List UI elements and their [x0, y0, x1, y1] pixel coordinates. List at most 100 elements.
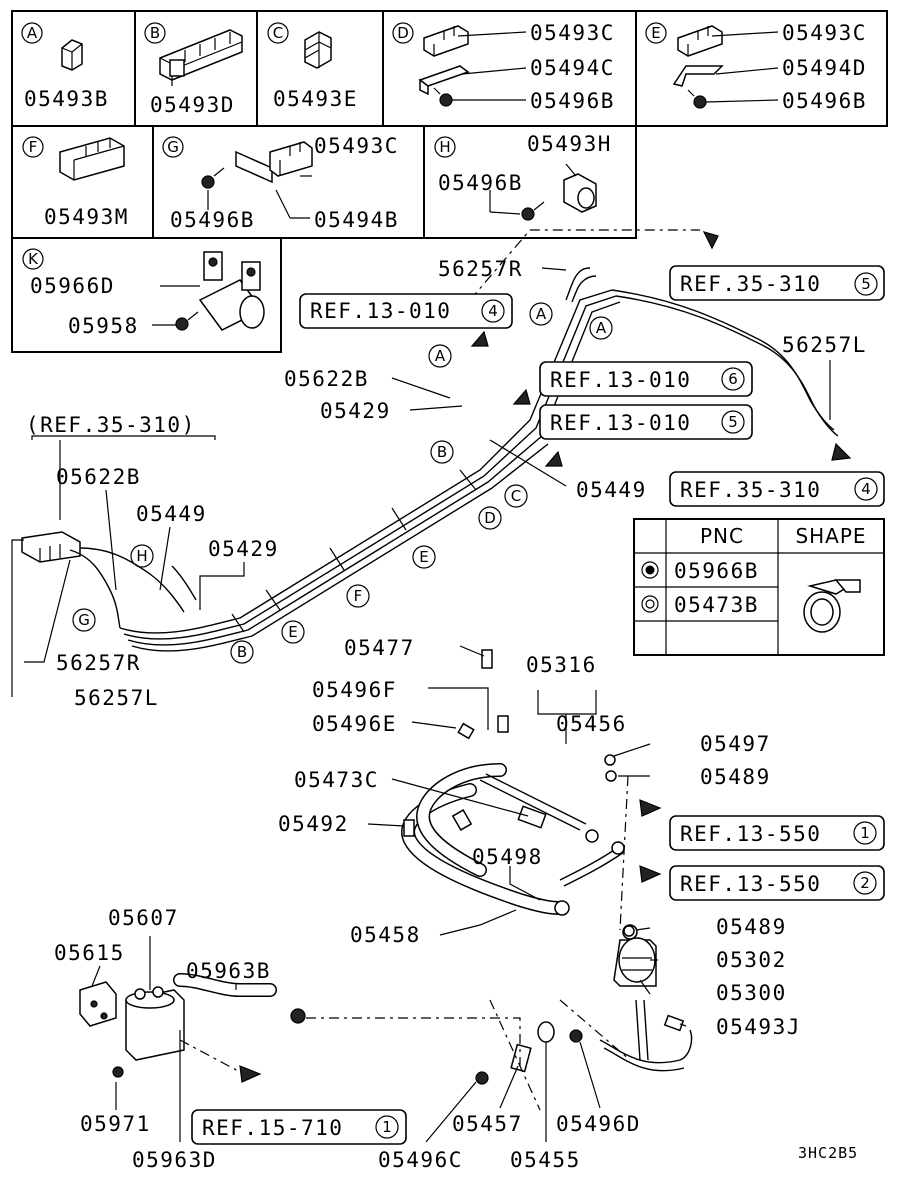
part-label: 05496B — [438, 171, 523, 195]
svg-text:4: 4 — [488, 302, 498, 320]
double-circle-icon — [641, 595, 659, 613]
reference-boxes: REF.35-310 5 REF.13-010 4 REF.13-010 6 R… — [26, 265, 885, 1145]
svg-text:4: 4 — [861, 480, 871, 498]
clip-callout-b: B — [430, 440, 454, 464]
svg-text:C: C — [511, 487, 521, 505]
inset-letter: C — [273, 24, 283, 42]
svg-text:05622B: 05622B — [284, 367, 369, 391]
clip-callout-f: F — [346, 584, 370, 608]
inset-g: G 05493C 05496B 05494B — [162, 134, 399, 232]
svg-text:A: A — [435, 347, 446, 365]
clip-callout-g: G — [72, 608, 96, 632]
inset-h: H 05493H 05496B — [434, 132, 612, 221]
part-label: 05494B — [314, 208, 399, 232]
inset-letter: D — [397, 24, 409, 42]
shape-table: PNC SHAPE 05966B 05473B — [633, 518, 885, 656]
ref-box: REF.13-550 1 — [669, 815, 885, 851]
svg-text:E: E — [288, 623, 297, 641]
svg-text:REF.35-310: REF.35-310 — [680, 478, 821, 502]
table-header: PNC — [700, 524, 744, 548]
svg-text:REF.13-010: REF.13-010 — [550, 411, 691, 435]
part-label: 05493E — [273, 87, 358, 111]
svg-text:1: 1 — [860, 824, 870, 842]
svg-text:D: D — [484, 509, 496, 527]
multi-clip-icon — [59, 137, 125, 181]
inset-letter: B — [150, 24, 160, 42]
leader-lines — [11, 229, 831, 1143]
inset-c: C 05493E — [267, 22, 358, 111]
svg-text:REF.35-310: REF.35-310 — [680, 272, 821, 296]
svg-text:F: F — [354, 587, 363, 605]
svg-text:05473C: 05473C — [294, 768, 379, 792]
bolt-icon — [175, 311, 199, 331]
inset-letter: A — [27, 24, 38, 42]
bolt-icon — [201, 167, 225, 189]
clip-callout-a: A — [428, 344, 452, 368]
hose-clamp-icon — [198, 251, 265, 331]
svg-text:REF.15-710: REF.15-710 — [202, 1116, 343, 1140]
svg-text:56257R: 56257R — [56, 651, 141, 675]
svg-text:05302: 05302 — [716, 948, 787, 972]
svg-text:05496F: 05496F — [312, 678, 397, 702]
clip-icon — [423, 25, 469, 57]
table-header: SHAPE — [795, 524, 866, 548]
svg-text:05493J: 05493J — [716, 1015, 801, 1039]
inset-letter: F — [29, 138, 38, 156]
bolt-icon — [687, 89, 707, 109]
bracket-icon — [235, 141, 313, 184]
filled-circle-icon — [641, 561, 659, 579]
svg-text:05963D: 05963D — [132, 1148, 217, 1172]
svg-text:56257R: 56257R — [438, 257, 523, 281]
svg-text:05498: 05498 — [472, 845, 543, 869]
clip-callout-d: D — [478, 506, 502, 530]
small-fittings — [457, 649, 685, 1085]
svg-text:REF.13-010: REF.13-010 — [310, 299, 451, 323]
svg-text:05971: 05971 — [80, 1112, 151, 1136]
svg-text:56257L: 56257L — [782, 333, 867, 357]
svg-text:05492: 05492 — [278, 812, 349, 836]
svg-text:REF.13-550: REF.13-550 — [680, 872, 821, 896]
svg-text:B: B — [237, 643, 247, 661]
inset-f: F 05493M — [22, 136, 127, 229]
table-pnc: 05966B — [674, 559, 759, 583]
fuel-filter-assembly — [79, 973, 306, 1078]
clip-callout-a: A — [529, 302, 553, 326]
svg-text:05455: 05455 — [510, 1148, 581, 1172]
svg-text:05489: 05489 — [716, 915, 787, 939]
inset-letter: H — [439, 138, 450, 156]
part-label: 05493H — [527, 132, 612, 156]
clip-callout-e: E — [281, 620, 305, 644]
lower-hoses — [401, 763, 625, 915]
clip-callout-c: C — [504, 484, 528, 508]
svg-text:05477: 05477 — [344, 636, 415, 660]
clamp-bands — [231, 469, 477, 633]
clip-callout-e: E — [412, 545, 436, 569]
inset-d: D 05493C 05494C 05496B — [392, 21, 615, 113]
part-label: 05493B — [24, 87, 109, 111]
clip-callout-h: H — [130, 544, 154, 568]
inset-letter: G — [167, 138, 179, 156]
part-label: 05496B — [530, 89, 615, 113]
inset-a: A 05493B — [21, 22, 109, 111]
svg-text:REF.13-010: REF.13-010 — [550, 368, 691, 392]
ref-box: REF.13-010 4 — [299, 293, 513, 329]
table-pnc: 05473B — [674, 593, 759, 617]
part-label: 05493C — [530, 21, 615, 45]
svg-text:G: G — [78, 611, 90, 629]
part-label: 05496B — [170, 208, 255, 232]
part-label: 05496B — [782, 89, 867, 113]
bolt-icon — [433, 87, 453, 107]
svg-text:05300: 05300 — [716, 981, 787, 1005]
svg-text:E: E — [419, 548, 428, 566]
svg-text:05316: 05316 — [526, 653, 597, 677]
svg-text:05429: 05429 — [320, 399, 391, 423]
part-label: 05494D — [782, 56, 867, 80]
svg-text:05607: 05607 — [108, 906, 179, 930]
svg-text:5: 5 — [861, 275, 871, 293]
svg-text:05496D: 05496D — [556, 1112, 641, 1136]
svg-text:6: 6 — [728, 370, 738, 388]
svg-text:A: A — [536, 305, 547, 323]
ref-box: REF.35-310 5 — [669, 265, 885, 301]
svg-text:A: A — [596, 319, 607, 337]
